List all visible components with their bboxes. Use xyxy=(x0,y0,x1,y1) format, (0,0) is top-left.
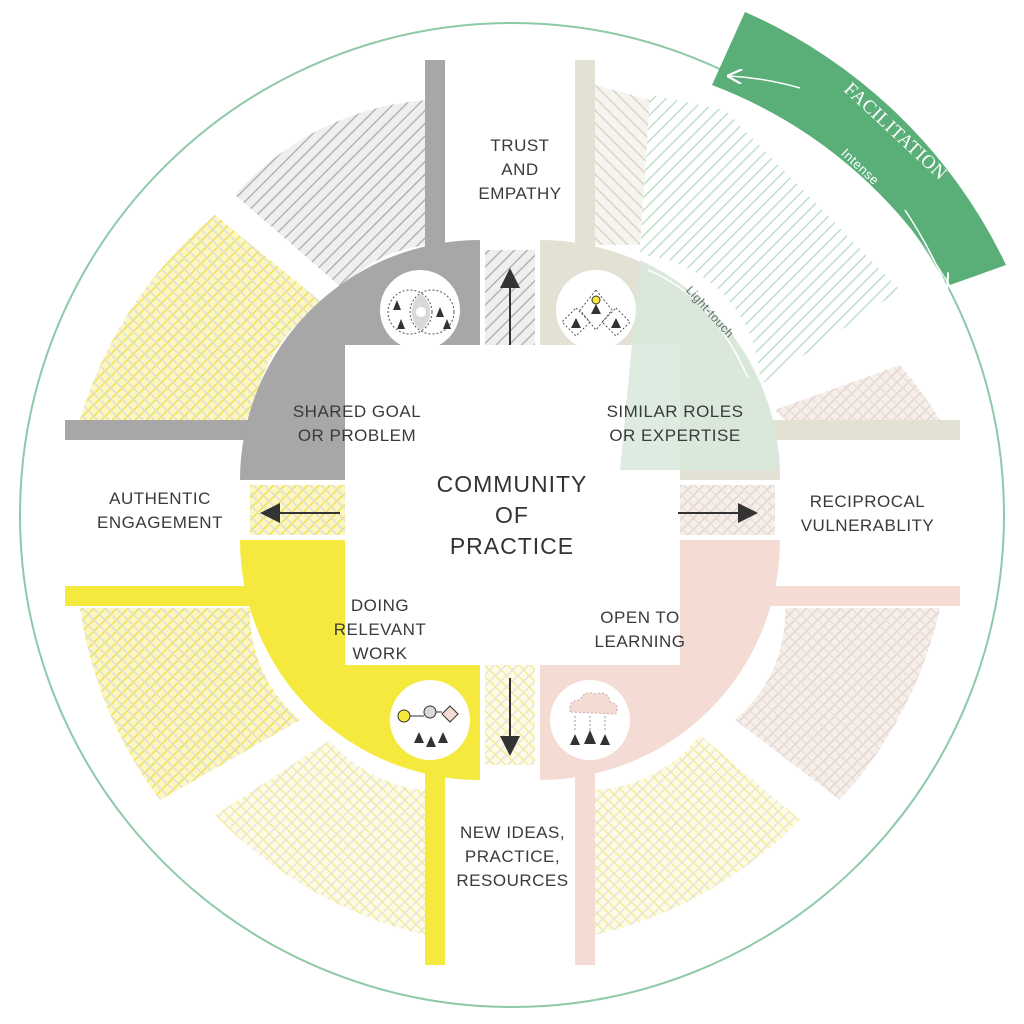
facilitation-overlay xyxy=(620,260,780,470)
open-learning-line-1: OPEN TO xyxy=(600,608,680,627)
facilitation-arrow-down xyxy=(904,209,946,286)
bar-beige-vertical xyxy=(575,60,595,280)
trust-label: TRUST AND EMPATHY xyxy=(450,134,590,206)
authentic-label: AUTHENTIC ENGAGEMENT xyxy=(70,487,250,535)
doing-work-line-2: RELEVANT xyxy=(333,620,427,639)
center-line-2: OF xyxy=(495,502,529,528)
new-ideas-line-3: RESOURCES xyxy=(456,871,569,890)
reciprocal-label: RECIPROCAL VULNERABLITY xyxy=(775,490,960,538)
sector-pink-top-right xyxy=(775,365,940,420)
similar-roles-line-2: OR EXPERTISE xyxy=(609,426,741,445)
sector-beige-top xyxy=(595,85,650,245)
sector-yellow-bottom xyxy=(215,740,425,935)
doing-work-line-3: WORK xyxy=(352,644,408,663)
light-touch-arc xyxy=(647,269,749,379)
reciprocal-line-1: RECIPROCAL xyxy=(809,492,926,511)
bar-yellow-horizontal xyxy=(65,586,265,606)
center-circle xyxy=(422,425,602,605)
facilitation-band xyxy=(647,12,1006,379)
sector-yellow-top-left xyxy=(80,215,325,420)
connector-right xyxy=(680,485,775,535)
cross-bars xyxy=(65,60,960,965)
workflow-people-icon xyxy=(390,680,470,760)
new-ideas-line-2: PRACTICE, xyxy=(464,847,561,866)
connector-left xyxy=(250,485,345,535)
shared-goal-line-1: SHARED GOAL xyxy=(292,402,422,421)
sector-yellow-bottom-right xyxy=(595,735,800,935)
bar-beige-horizontal xyxy=(760,420,960,440)
sector-yellow-left xyxy=(80,608,300,800)
authentic-line-2: ENGAGEMENT xyxy=(97,513,223,532)
authentic-line-1: AUTHENTIC xyxy=(109,489,211,508)
cloud-people-icon xyxy=(550,680,630,760)
diamond-people-icon xyxy=(556,270,636,350)
center-label: COMMUNITY OF PRACTICE xyxy=(422,469,602,562)
bar-pink-vertical xyxy=(575,745,595,965)
similar-roles-line-1: SIMILAR ROLES xyxy=(606,402,744,421)
doing-work-label: DOING RELEVANT WORK xyxy=(310,594,450,666)
reciprocal-line-2: VULNERABLITY xyxy=(800,516,935,535)
shared-goal-label: SHARED GOAL OR PROBLEM xyxy=(262,400,452,448)
bar-grey-horizontal xyxy=(65,420,270,440)
bar-grey-vertical xyxy=(425,60,445,280)
trust-line-2: AND xyxy=(501,160,539,179)
bar-pink-horizontal xyxy=(760,586,960,606)
sector-green-top-right xyxy=(640,95,900,385)
venn-people-icon xyxy=(380,270,460,350)
center-line-3: PRACTICE xyxy=(449,533,575,559)
outer-sectors xyxy=(80,85,940,935)
similar-roles-label: SIMILAR ROLES OR EXPERTISE xyxy=(580,400,770,448)
shared-goal-line-2: OR PROBLEM xyxy=(297,426,417,445)
open-learning-line-2: LEARNING xyxy=(594,632,686,651)
facilitation-arc xyxy=(712,12,1006,285)
facilitation-arrow-up xyxy=(730,76,801,89)
trust-line-1: TRUST xyxy=(490,136,550,155)
new-ideas-label: NEW IDEAS, PRACTICE, RESOURCES xyxy=(440,821,585,893)
open-learning-label: OPEN TO LEARNING xyxy=(565,606,715,654)
sector-pink-right xyxy=(735,608,940,800)
center-line-1: COMMUNITY xyxy=(436,471,588,497)
bar-yellow-vertical xyxy=(425,745,445,965)
outcome-arrows xyxy=(260,268,758,756)
doing-work-line-1: DOING xyxy=(350,596,410,615)
sector-grey-top xyxy=(235,100,430,288)
new-ideas-line-1: NEW IDEAS, xyxy=(459,823,566,842)
trust-line-3: EMPATHY xyxy=(478,184,562,203)
